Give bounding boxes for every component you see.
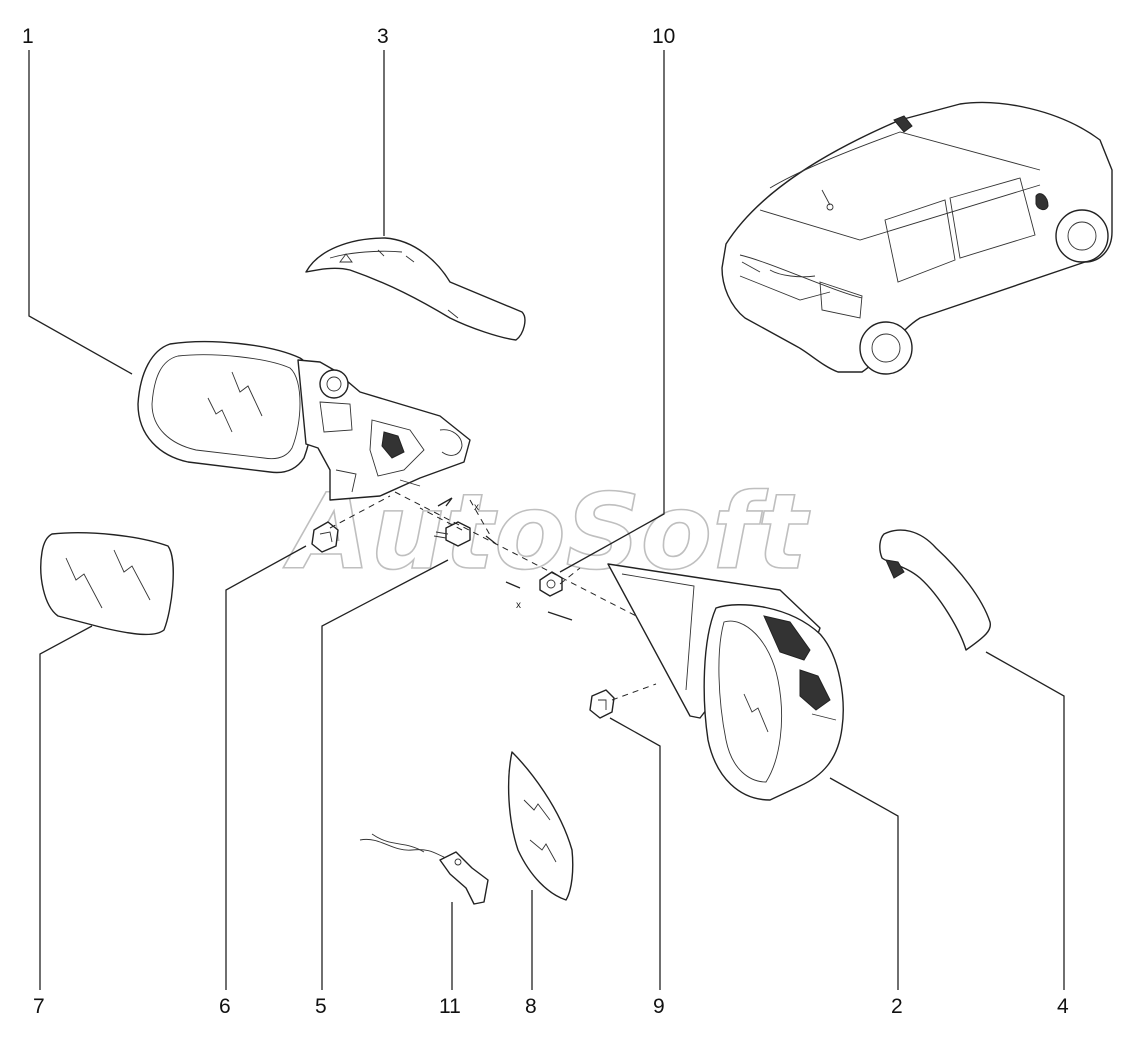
- dimension-arrow: [485, 535, 497, 545]
- part-4-right-cover: [879, 529, 992, 651]
- callout-labels: 1 3 10 7 6 5 11 8 9 2 4: [22, 25, 1069, 1018]
- leader-line-7: [39, 625, 93, 990]
- part-10-screw: [539, 571, 563, 597]
- assembly-line: [394, 491, 641, 619]
- leader-line-4: [985, 651, 1065, 990]
- callout-7: 7: [33, 995, 45, 1018]
- assembly-line: [559, 567, 581, 585]
- callout-10: 10: [652, 25, 675, 48]
- part-9-clip: [589, 689, 615, 719]
- leader-line-2: [829, 777, 899, 990]
- dimension-mark: x: [474, 502, 479, 513]
- assembly-line: [419, 507, 463, 531]
- part-3-upper-cover: [305, 237, 526, 341]
- leader-lines: [28, 50, 1065, 990]
- leader-line-1: [28, 50, 133, 375]
- callout-11: 11: [439, 995, 461, 1018]
- vehicle-illustration: [721, 101, 1113, 375]
- dimension-arrow: [505, 581, 573, 621]
- callout-4: 4: [1057, 995, 1069, 1018]
- callout-8: 8: [525, 995, 537, 1018]
- leader-line-5: [321, 559, 449, 990]
- part-11-heater-connector: [359, 833, 489, 905]
- part-6-clip: [311, 521, 339, 553]
- assembly-line: [611, 683, 657, 701]
- leader-line-9: [609, 717, 661, 990]
- callout-5: 5: [315, 995, 327, 1018]
- callout-3: 3: [377, 25, 389, 48]
- leader-line-6: [225, 545, 307, 990]
- dimension-mark: x: [516, 600, 521, 611]
- assembly-line: [469, 499, 491, 536]
- callout-6: 6: [219, 995, 231, 1018]
- part-8-right-mirror-glass: [507, 751, 574, 901]
- assembly-line: [329, 495, 391, 529]
- callout-9: 9: [653, 995, 665, 1018]
- callout-1: 1: [22, 25, 34, 48]
- dimension-arrow: [437, 497, 453, 507]
- part-2-right-mirror-assembly: [607, 563, 844, 801]
- leader-line-10: [559, 50, 665, 573]
- part-7-left-mirror-glass: [40, 532, 174, 636]
- callout-2: 2: [891, 995, 903, 1018]
- part-1-left-mirror-assembly: [137, 340, 471, 501]
